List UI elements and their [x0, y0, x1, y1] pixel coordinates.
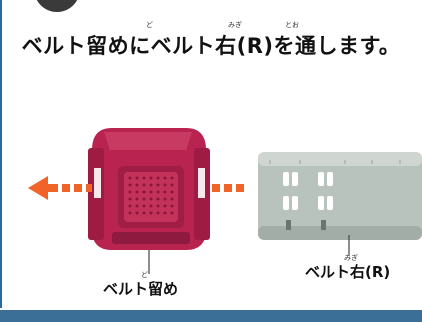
belt-right-label: ベルト右(R): [305, 263, 391, 281]
ruby-too: とお: [285, 21, 299, 29]
ruby-migi: みぎ: [228, 21, 242, 29]
belt-clip: [88, 128, 210, 274]
belt-right-ruby: みぎ: [344, 254, 358, 262]
belt-clip-label: ベルト留め: [103, 280, 179, 298]
belt-clip-ruby: ど: [141, 271, 148, 279]
instruction-sentence: ベルト留めにベルト右(R)を通します。: [21, 34, 401, 58]
belt-right-strap: [258, 152, 422, 256]
frame-bottom-bar: [0, 310, 422, 322]
instruction-text: ベルト留めにベルト右(R)を通します。: [0, 30, 422, 60]
direction-arrow: [28, 176, 244, 200]
ruby-tome: ど: [146, 21, 153, 29]
frame-left-border: [0, 0, 2, 308]
